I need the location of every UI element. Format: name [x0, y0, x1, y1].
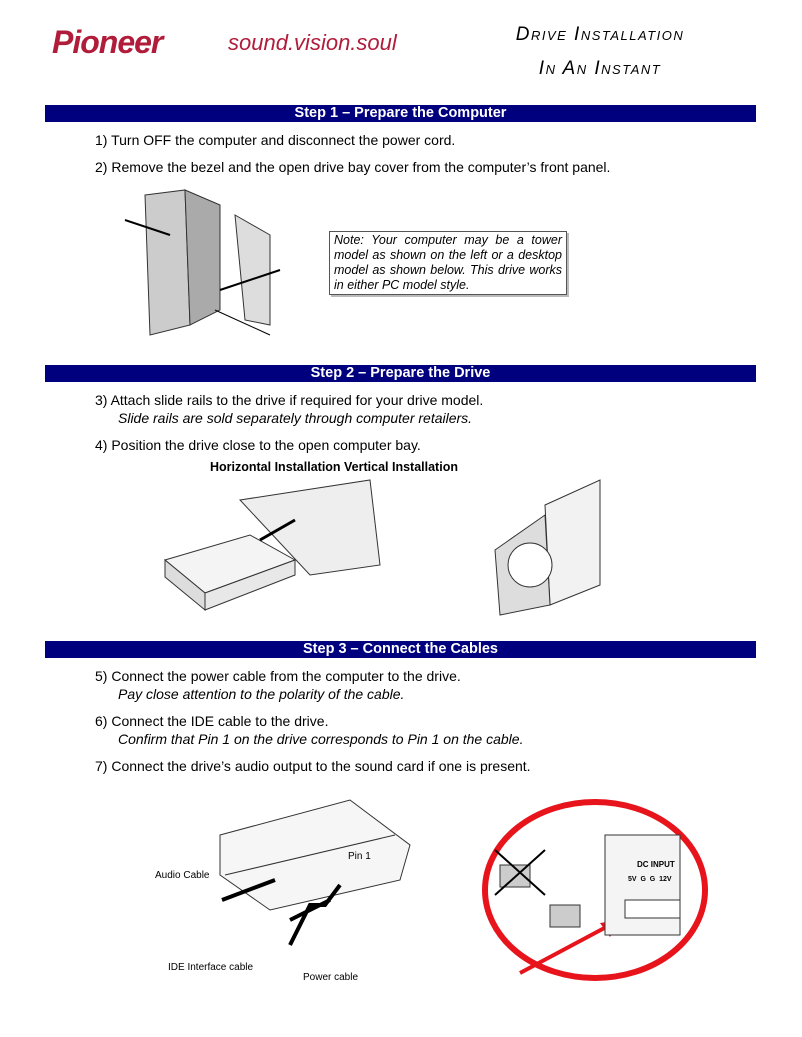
- step3-item-7: 7) Connect the drive’s audio output to t…: [95, 758, 531, 774]
- slogan: sound.vision.soul: [228, 30, 397, 55]
- step2-item-3-note: Slide rails are sold separately through …: [118, 410, 473, 426]
- pioneer-logo: Pioneer: [52, 24, 163, 60]
- step1-heading: Step 1 – Prepare the Computer: [45, 105, 756, 122]
- ide-cable-label: IDE Interface cable: [168, 962, 254, 973]
- audio-cable-label: Audio Cable: [155, 870, 210, 881]
- dc-pins-label: 5V G G 12V: [628, 876, 672, 883]
- step2-item-4: 4) Position the drive close to the open …: [95, 437, 421, 453]
- dc-input-label: DC INPUT: [637, 860, 675, 869]
- cable-connection-illustration: [219, 799, 708, 981]
- step3-heading: Step 3 – Connect the Cables: [45, 641, 756, 658]
- tower-illustration: [124, 189, 281, 336]
- note-box: Note: Your computer may be a tower model…: [329, 231, 567, 295]
- step2-heading: Step 2 – Prepare the Drive: [45, 365, 756, 382]
- step3-item-6-note: Confirm that Pin 1 on the drive correspo…: [118, 731, 524, 747]
- step3-item-5-note: Pay close attention to the polarity of t…: [118, 686, 405, 702]
- horizontal-installation-illustration: [163, 479, 381, 612]
- power-cable-label: Power cable: [303, 972, 359, 983]
- step3-item-6: 6) Connect the IDE cable to the drive.: [95, 713, 329, 729]
- installation-caption: Horizontal Installation Vertical Install…: [210, 460, 458, 474]
- pin1-label: Pin 1: [348, 851, 371, 862]
- step3-item-5: 5) Connect the power cable from the comp…: [95, 668, 461, 684]
- title-line-2: In An Instant: [538, 58, 662, 79]
- step1-item-2: 2) Remove the bezel and the open drive b…: [95, 159, 611, 175]
- vertical-installation-illustration: [494, 479, 601, 616]
- step1-item-1: 1) Turn OFF the computer and disconnect …: [95, 132, 456, 148]
- step2-item-3: 3) Attach slide rails to the drive if re…: [95, 392, 484, 408]
- title-line-1: Drive Installation: [515, 24, 685, 45]
